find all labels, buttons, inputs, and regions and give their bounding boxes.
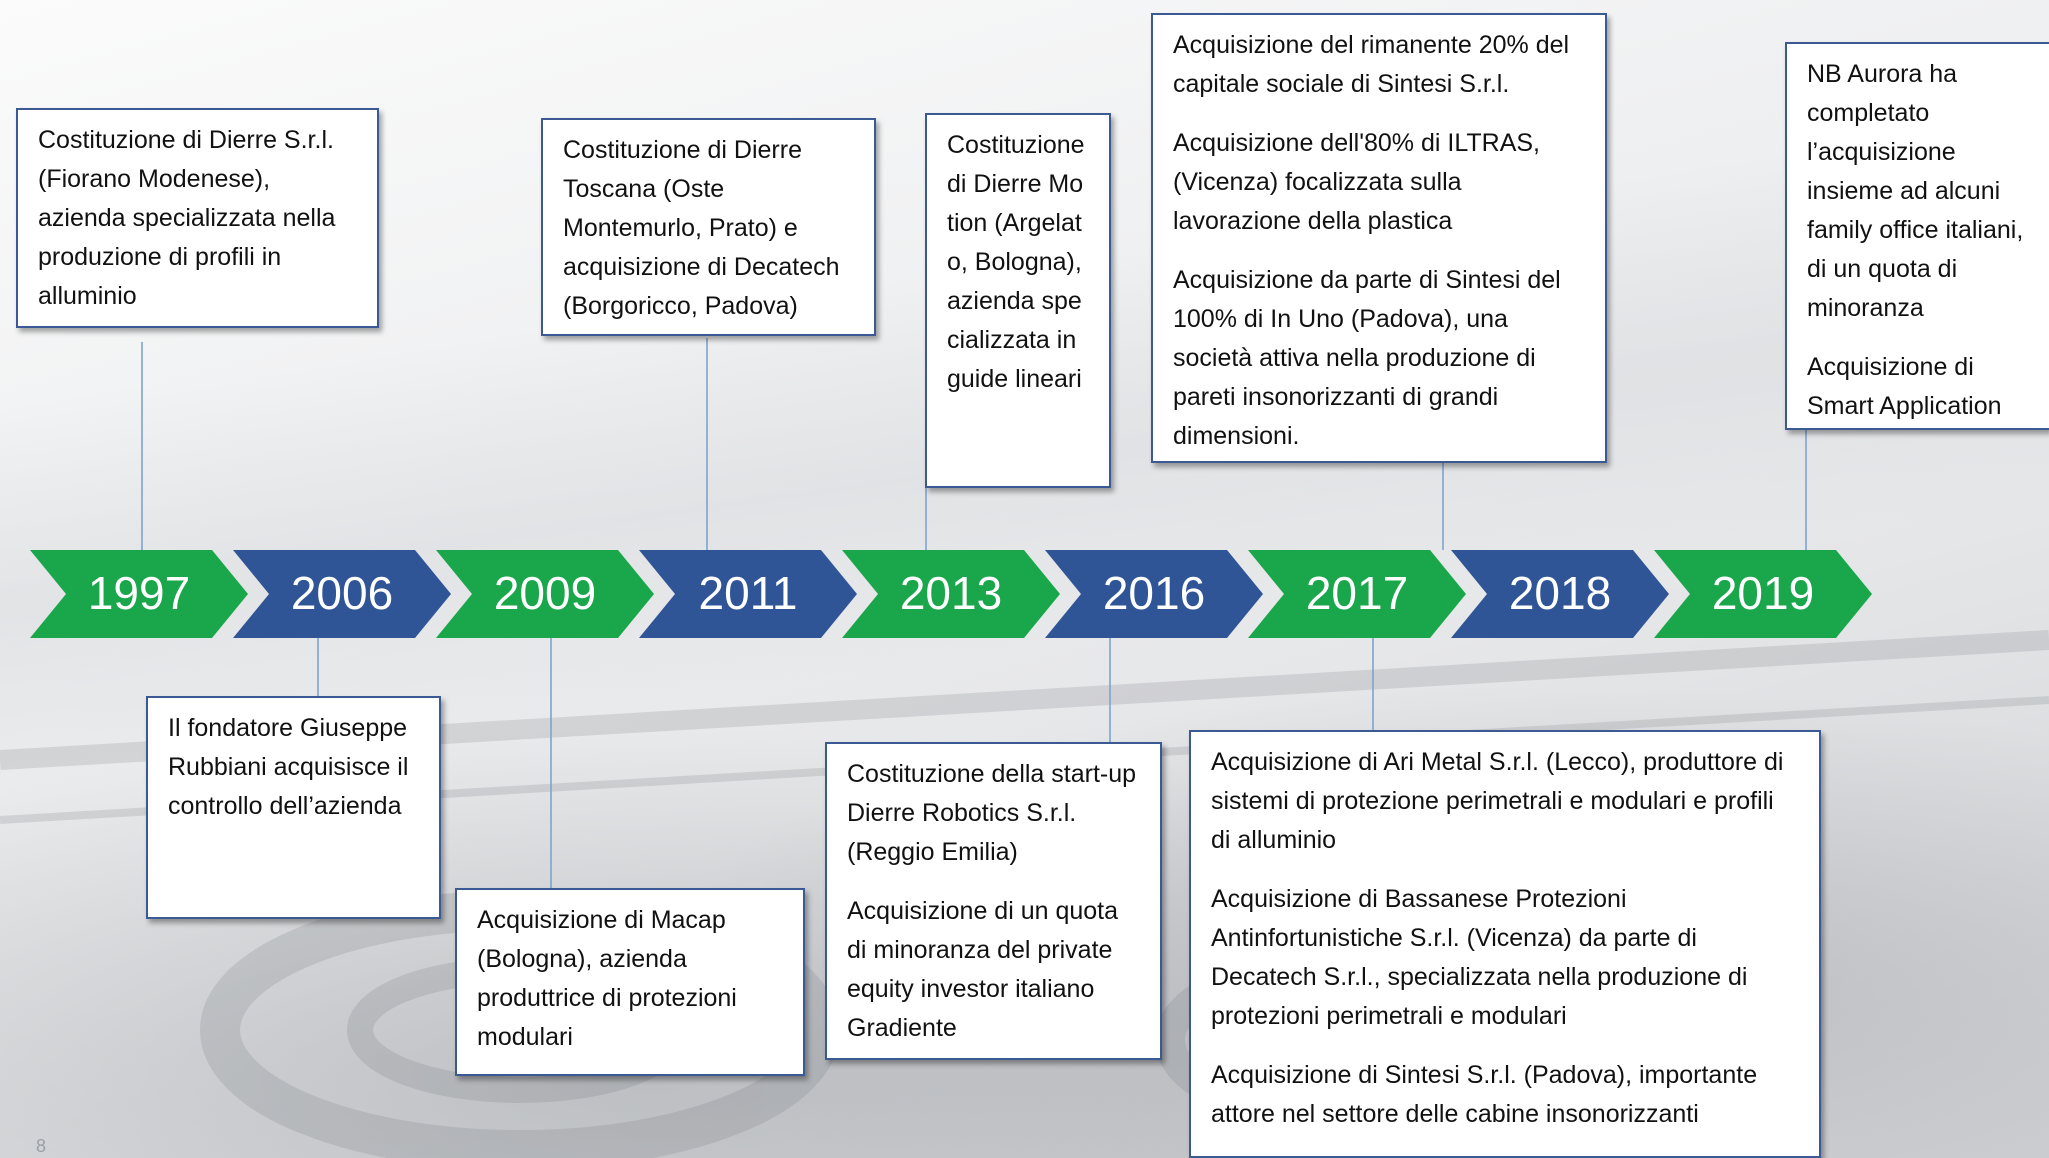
year-label-2016: 2016 — [1102, 567, 1206, 619]
event-2017-text-1: Acquisizione di Ari Metal S.r.l. (Lecco)… — [1211, 748, 1784, 854]
year-chevron-2019 — [1654, 550, 1872, 638]
year-chevron-2009 — [436, 550, 654, 638]
year-label-2018: 2018 — [1508, 567, 1612, 619]
year-chevron-1997 — [30, 550, 248, 638]
event-2013-text-1: Costituzione di Dierre Motion (Argelato,… — [947, 131, 1085, 393]
event-box-2011: Costituzione di Dierre Toscana (Oste Mon… — [541, 118, 876, 336]
year-chevron-2017 — [1248, 550, 1466, 638]
event-2011-text-1: Costituzione di Dierre Toscana (Oste Mon… — [563, 136, 840, 320]
event-2017-text-2: Acquisizione di Bassanese Protezioni Ant… — [1211, 885, 1748, 1030]
event-2017-text-3: Acquisizione di Sintesi S.r.l. (Padova),… — [1211, 1061, 1758, 1128]
year-label-2013: 2013 — [899, 567, 1003, 619]
event-box-1997: Costituzione di Dierre S.r.l. (Fiorano M… — [16, 108, 379, 328]
connector-lines — [141, 338, 1807, 890]
year-label-2019: 2019 — [1711, 567, 1815, 619]
event-box-2009: Acquisizione di Macap (Bologna), azienda… — [455, 888, 805, 1076]
event-box-2013: Costituzione di Dierre Motion (Argelato,… — [925, 113, 1111, 488]
year-label-2017: 2017 — [1305, 567, 1409, 619]
event-box-2019: NB Aurora ha completato l’acquisizione i… — [1785, 42, 2049, 430]
year-chevron-2011 — [639, 550, 857, 638]
event-2009-text-1: Acquisizione di Macap (Bologna), azienda… — [477, 906, 737, 1051]
event-box-2016: Costituzione della start-up Dierre Robot… — [825, 742, 1162, 1060]
event-2016-text-1: Costituzione della start-up Dierre Robot… — [847, 760, 1137, 866]
year-label-2006: 2006 — [290, 567, 394, 619]
year-chevron-2016 — [1045, 550, 1263, 638]
event-2019-text-2: Acquisizione di Smart Application — [1807, 353, 2002, 420]
page-number: 8 — [36, 1136, 47, 1156]
year-label-2009: 2009 — [493, 567, 597, 619]
event-1997-text-1: Costituzione di Dierre S.r.l. (Fiorano M… — [38, 126, 336, 310]
event-box-2017: Acquisizione di Ari Metal S.r.l. (Lecco)… — [1189, 730, 1821, 1158]
year-chevron-2006 — [233, 550, 451, 638]
event-2018-text-2: Acquisizione dell'80% di ILTRAS, (Vicenz… — [1173, 129, 1540, 235]
event-box-2018: Acquisizione del rimanente 20% del capit… — [1151, 13, 1607, 463]
year-label-2011: 2011 — [698, 567, 798, 619]
year-label-1997: 1997 — [87, 567, 191, 619]
event-2018-text-1: Acquisizione del rimanente 20% del capit… — [1173, 31, 1570, 98]
year-chevron-2013 — [842, 550, 1060, 638]
year-chevrons — [30, 550, 1872, 638]
year-chevron-2018 — [1451, 550, 1669, 638]
event-2019-text-1: NB Aurora ha completato l’acquisizione i… — [1807, 60, 2024, 322]
event-box-2006: Il fondatore Giuseppe Rubbiani acquisisc… — [146, 696, 441, 919]
event-2006-text-1: Il fondatore Giuseppe Rubbiani acquisisc… — [168, 714, 409, 820]
event-2016-text-2: Acquisizione di un quota di minoranza de… — [847, 897, 1119, 1042]
event-2018-text-3: Acquisizione da parte di Sintesi del 100… — [1173, 266, 1561, 450]
